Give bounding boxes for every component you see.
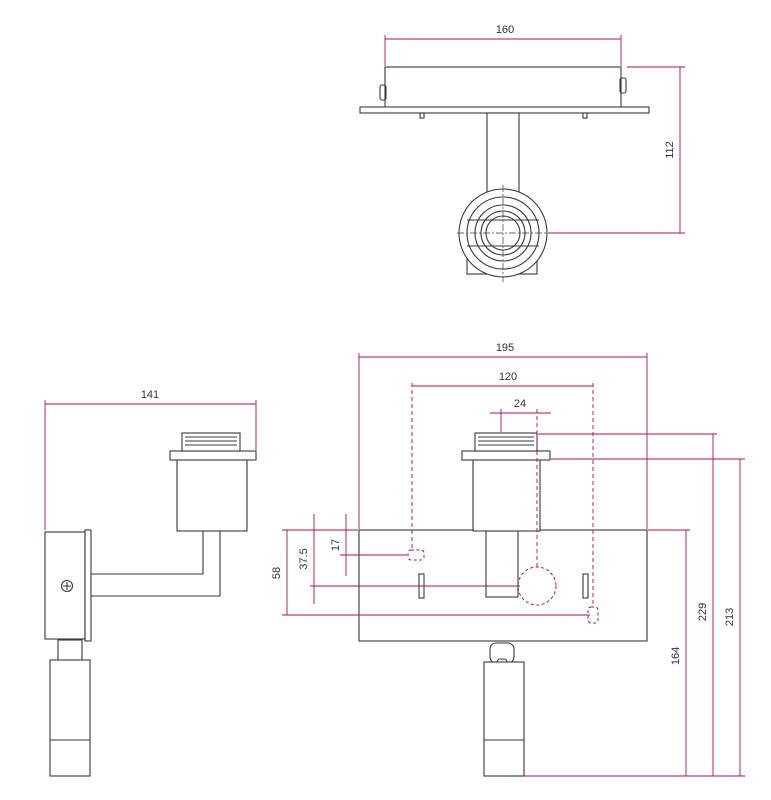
front-lamp-hinge [489,642,515,664]
front-arm-stem [485,530,519,598]
label-front-total-height: 229 [697,603,709,621]
top-view: 160 112 [359,24,685,282]
dim-top-height: 112 [548,66,685,234]
screw-icon [60,579,74,593]
dim-front-total-height: 229 [524,433,745,777]
top-plate-knob-left [379,84,387,101]
dim-front-left-58: 58 [271,529,590,616]
side-socket-thread [181,432,241,452]
front-view: 195 120 24 229 213 [271,342,745,777]
dim-front-outer-width: 195 [358,342,648,529]
dim-front-total-height-2: 213 [551,458,745,776]
label-top-width: 160 [496,24,514,36]
front-lamp-body [483,661,525,777]
front-thread-lines [478,436,534,446]
dim-front-socket-width: 24 [490,398,551,567]
side-thread-lines [185,436,237,446]
top-plate [384,66,622,109]
label-front-left-58: 58 [271,567,283,579]
top-arm [486,112,520,194]
front-socket-body [472,458,541,532]
dim-side-depth: 141 [44,389,257,530]
side-socket-collar [169,450,257,461]
label-front-left-17: 17 [330,539,342,551]
dim-front-low-height: 164 [648,529,690,776]
top-clip-1 [419,112,425,119]
label-front-outer-width: 195 [496,342,514,354]
front-hidden-slot-left [407,549,425,561]
front-socket-thread [474,432,538,452]
side-wall-plate [84,529,92,642]
top-plate-knob-right [619,77,627,94]
front-hidden-slot-right [587,606,599,624]
dim-front-left-17: 17 [330,514,407,576]
label-front-total-height-2: 213 [724,608,736,626]
label-front-left-37-5: 37.5 [298,548,310,569]
side-lamp-stem [57,639,83,663]
label-front-low-height: 164 [670,647,682,665]
dim-top-width: 160 [384,24,622,66]
side-lamp-body [49,659,91,777]
screw-slot [63,582,71,590]
label-side-depth: 141 [141,389,159,401]
top-flange [359,106,650,114]
front-slot-right [582,573,589,599]
label-front-socket-width: 24 [514,398,526,410]
dim-front-left-37-5: 37.5 [298,514,520,604]
label-front-hole-width: 120 [499,371,517,383]
side-view: 141 [44,389,257,777]
dim-front-hole-width: 120 [411,371,594,605]
label-top-height: 112 [664,141,676,159]
side-arm [90,530,221,597]
side-socket-body [176,458,248,532]
top-clip-2 [582,112,588,119]
